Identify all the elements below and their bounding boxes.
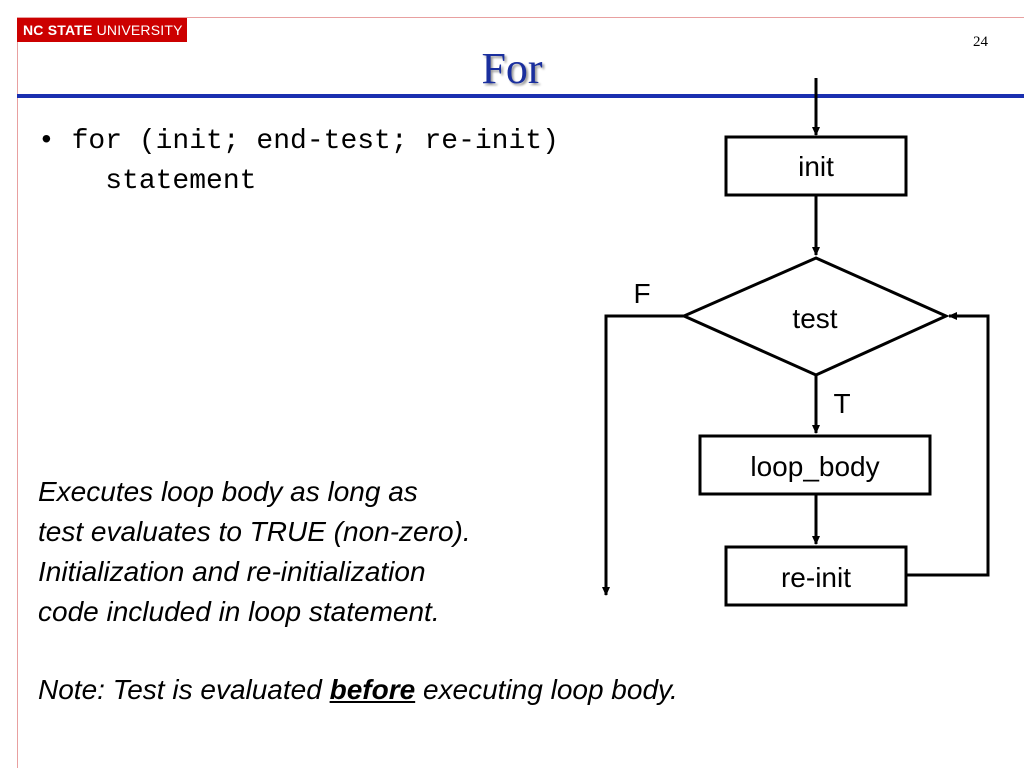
code-line-1: • for (init; end-test; re-init) [38, 126, 559, 157]
frame-top-line [17, 17, 1024, 18]
description-line-2: test evaluates to TRUE (non-zero). [38, 516, 471, 547]
reinit-label: re-init [781, 562, 851, 593]
init-label: init [798, 151, 834, 182]
code-line-2: statement [38, 166, 257, 197]
test-label: test [792, 303, 837, 334]
university-logo: NC STATE UNIVERSITY [17, 18, 187, 42]
note-text: Note: Test is evaluated before executing… [38, 674, 678, 705]
false-label: F [633, 278, 650, 309]
description-line-1: Executes loop body as long as [38, 476, 418, 507]
slide-number: 24 [973, 34, 988, 50]
code-block: • for (init; end-test; re-init) statemen… [38, 122, 559, 202]
true-label: T [833, 388, 850, 419]
description-line-4: code included in loop statement. [38, 596, 440, 627]
loop-body-label: loop_body [750, 451, 879, 482]
loop-body-box [698, 434, 932, 496]
description-line-3: Initialization and re-initialization [38, 556, 426, 587]
init-box [724, 135, 908, 197]
description-text: Executes loop body as long as test evalu… [38, 472, 471, 632]
slide-title: For [481, 44, 543, 93]
title-rule [17, 94, 1024, 98]
loop-back-arrow [906, 312, 990, 577]
frame-left-line [17, 17, 18, 768]
note-emphasis: before [329, 674, 416, 705]
false-branch-arrow [602, 314, 684, 596]
